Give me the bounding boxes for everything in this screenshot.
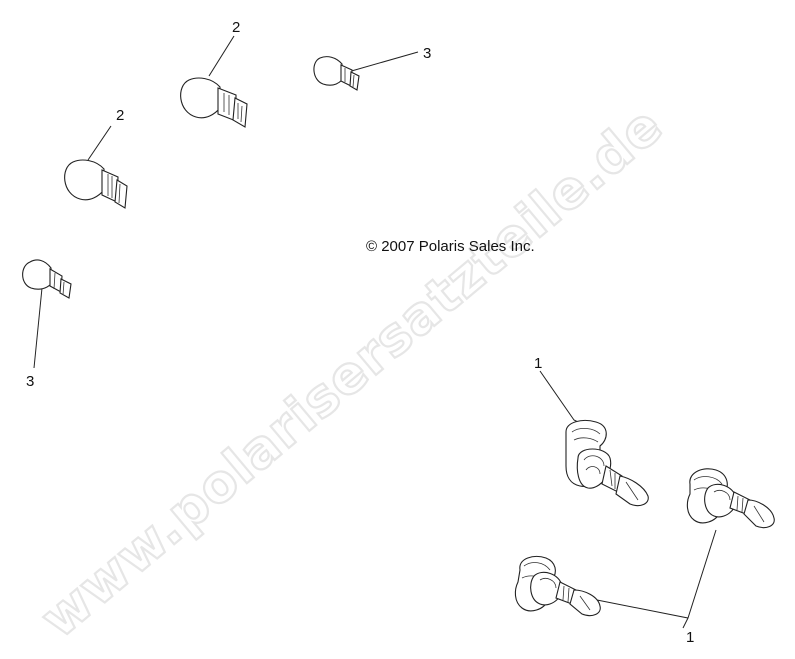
bulb-3-left [22, 259, 72, 299]
headlight-bulb-1-lower [514, 555, 601, 617]
leader-2-left [87, 125, 112, 161]
copyright-text: © 2007 Polaris Sales Inc. [366, 238, 535, 255]
callout-1-upper: 1 [534, 355, 542, 372]
leader-1-upper [539, 370, 583, 425]
callout-3-top: 3 [423, 45, 431, 62]
headlight-bulb-1-upper [565, 419, 649, 507]
callout-2-top: 2 [232, 19, 240, 36]
leader-2-top [208, 35, 235, 77]
callout-2-left: 2 [116, 107, 124, 124]
headlight-bulb-1-right [686, 468, 775, 529]
callout-1-lower: 1 [686, 629, 694, 646]
leader-3-top [347, 51, 419, 73]
callout-3-left: 3 [26, 373, 34, 390]
bulb-2-left [64, 159, 128, 209]
leader-3-left [33, 287, 43, 369]
leader-1-lower [596, 529, 717, 629]
watermark-text: www.polarisersatzteile.de [30, 95, 675, 650]
bulb-3-top [313, 56, 360, 91]
bulb-2-top [180, 77, 248, 128]
